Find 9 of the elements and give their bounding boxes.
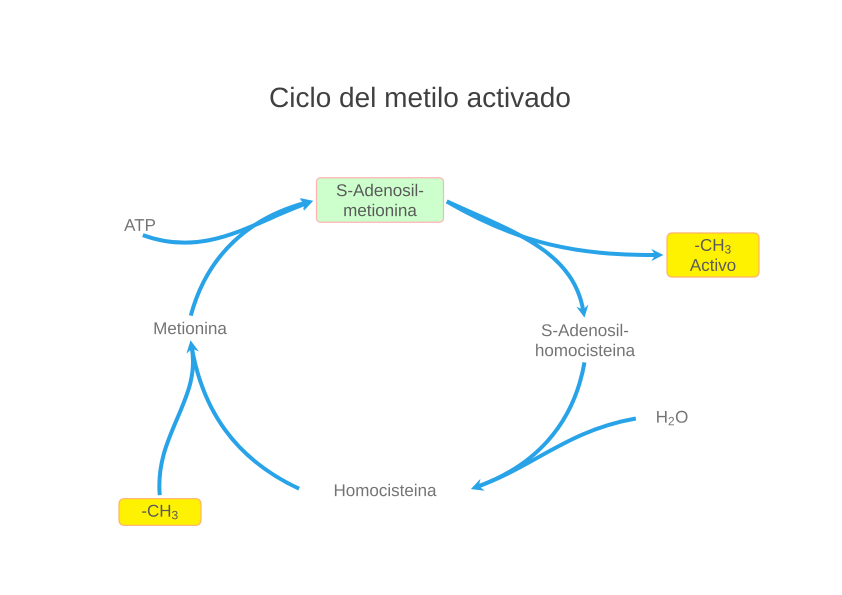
- metabolite-label: ATP: [124, 219, 156, 231]
- highlight-box: -CH$_{3}$ Activo: [666, 232, 760, 278]
- metabolite-label: Homocisteina: [334, 484, 436, 496]
- process-box: S-Adenosil-metionina: [316, 177, 444, 223]
- title: Ciclo del metilo activado: [270, 86, 570, 108]
- metabolite-label: H$_{2}$O: [657, 410, 688, 426]
- metabolite-label: Metionina: [154, 322, 227, 334]
- metabolite-label: S-Adenosil-homocisteina: [536, 324, 636, 356]
- highlight-box: -CH$_{3}$: [118, 498, 202, 526]
